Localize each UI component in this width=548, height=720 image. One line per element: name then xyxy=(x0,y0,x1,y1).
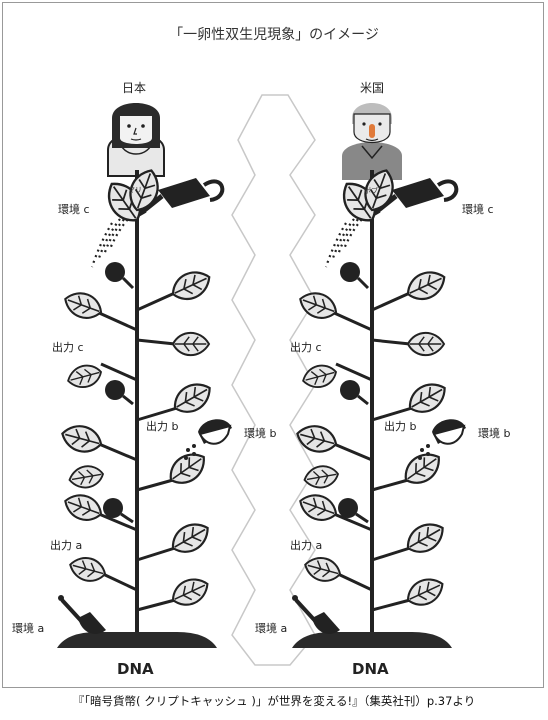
country-right: 米国 xyxy=(360,81,385,95)
plant-right xyxy=(292,166,452,648)
out-b-left-label: 出力 b xyxy=(146,420,179,433)
country-left: 日本 xyxy=(122,81,147,95)
plant-left xyxy=(57,166,217,648)
source-caption: 『「暗号貨幣( クリプトキャッシュ )」が世界を変える!』（集英社刊）p.37よ… xyxy=(72,694,476,708)
trowel-icon xyxy=(56,593,108,636)
out-a-left-label: 出力 a xyxy=(50,539,83,552)
env-b-left-label: 環境 b xyxy=(244,427,277,440)
zigzag-divider xyxy=(231,94,316,666)
env-a-right-label: 環境 a xyxy=(255,622,288,635)
man-avatar-icon xyxy=(342,103,402,180)
person-name-left: マリ xyxy=(128,186,142,194)
diagram-title: 「一卵性双生児現象」のイメージ xyxy=(169,27,379,43)
woman-avatar-icon xyxy=(107,103,165,177)
dna-left-label: DNA xyxy=(117,660,154,678)
out-b-right-label: 出力 b xyxy=(384,420,417,433)
env-c-left-label: 環境 c xyxy=(58,203,90,216)
dna-right-label: DNA xyxy=(352,660,389,678)
out-a-right-label: 出力 a xyxy=(290,539,323,552)
env-a-left-label: 環境 a xyxy=(12,622,45,635)
out-c-right-label: 出力 c xyxy=(290,341,322,354)
person-name-right: ボブ xyxy=(364,187,378,195)
out-c-left-label: 出力 c xyxy=(52,341,84,354)
env-c-right-label: 環境 c xyxy=(462,203,494,216)
frame xyxy=(2,2,544,688)
env-b-right-label: 環境 b xyxy=(478,427,511,440)
